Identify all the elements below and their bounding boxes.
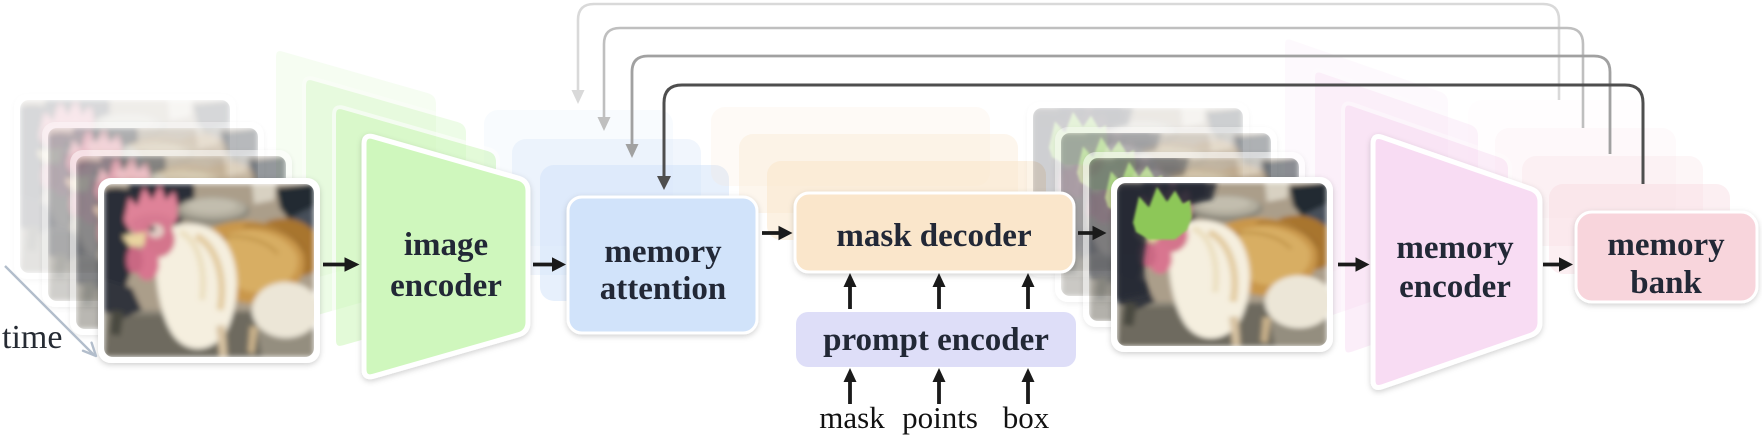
svg-text:memory: memory — [604, 234, 722, 270]
svg-text:image: image — [404, 227, 488, 263]
svg-text:points: points — [902, 400, 978, 435]
svg-text:time: time — [2, 319, 62, 356]
svg-text:attention: attention — [600, 271, 727, 307]
svg-text:encoder: encoder — [390, 268, 502, 304]
svg-text:mask: mask — [819, 400, 885, 435]
svg-text:bank: bank — [1630, 265, 1702, 301]
svg-text:memory: memory — [1607, 227, 1725, 263]
svg-text:prompt encoder: prompt encoder — [823, 322, 1049, 358]
svg-text:mask decoder: mask decoder — [836, 218, 1031, 254]
svg-text:box: box — [1003, 400, 1050, 435]
svg-text:memory: memory — [1396, 230, 1514, 266]
svg-text:encoder: encoder — [1399, 269, 1511, 305]
